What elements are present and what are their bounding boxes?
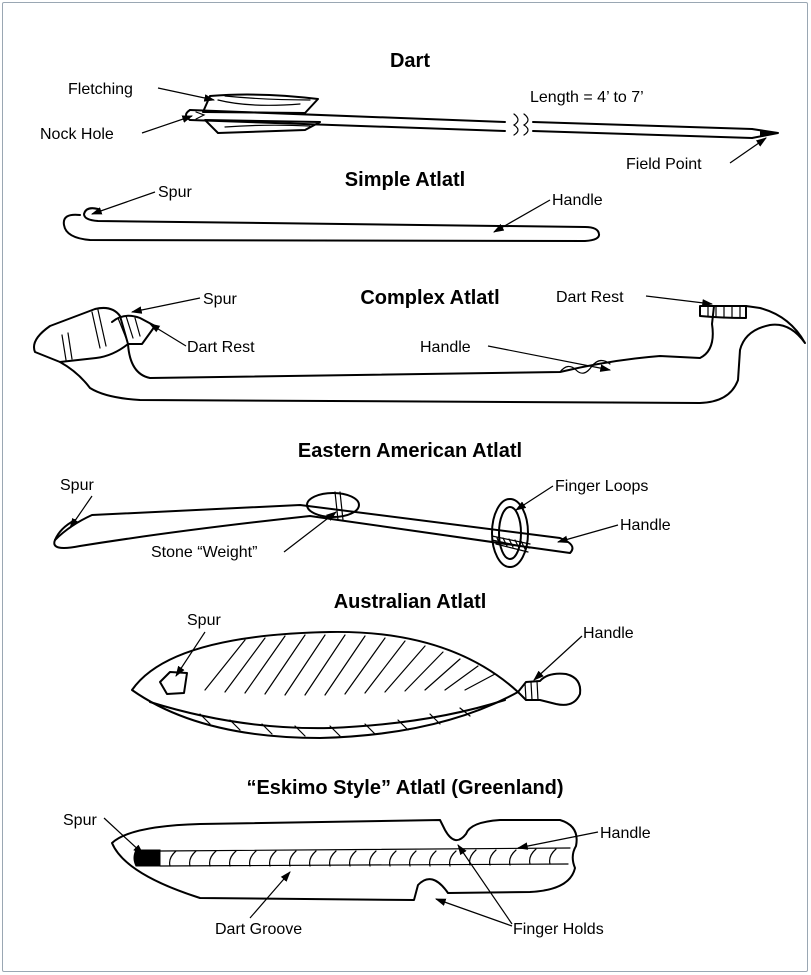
eastern-atlatl-section: Eastern American Atlatl Spur Finger Loop… (54, 440, 671, 567)
complex-dart-rest-left-leader (150, 324, 186, 346)
dart-section: Dart Fletching Nock Hole Length (40, 50, 778, 173)
complex-spur-label: Spur (203, 291, 237, 308)
complex-handle-leader (488, 346, 610, 370)
australian-atlatl-drawing (132, 632, 580, 738)
complex-handle-label: Handle (420, 339, 471, 356)
eskimo-atlatl-title: “Eskimo Style” Atlatl (Greenland) (246, 777, 563, 799)
simple-atlatl-section: Simple Atlatl Spur Handle (64, 169, 603, 241)
finger-loops-label: Finger Loops (555, 478, 648, 495)
simple-handle-label: Handle (552, 192, 603, 209)
finger-loops-leader (516, 486, 553, 510)
eskimo-handle-label: Handle (600, 825, 651, 842)
finger-holds-leader-upper (458, 845, 512, 924)
eastern-spur-label: Spur (60, 477, 94, 494)
simple-atlatl-drawing (64, 208, 599, 241)
simple-spur-label: Spur (158, 184, 192, 201)
length-label: Length = 4’ to 7’ (530, 89, 644, 106)
dart-drawing (186, 95, 778, 138)
fletching-leader (158, 88, 214, 100)
complex-spur-leader (132, 298, 200, 312)
complex-atlatl-section: Complex Atlatl Spur Dart Rest Dart Rest … (34, 287, 805, 403)
simple-atlatl-title: Simple Atlatl (345, 169, 465, 191)
australian-spur-label: Spur (187, 612, 221, 629)
eastern-handle-leader (558, 525, 618, 542)
dart-title: Dart (390, 50, 430, 72)
finger-holds-leader-lower (436, 899, 512, 926)
field-point-label: Field Point (626, 156, 702, 173)
complex-dart-rest-right-leader (646, 296, 712, 304)
nock-hole-label: Nock Hole (40, 126, 114, 143)
eskimo-atlatl-drawing (112, 820, 577, 900)
nock-hole-leader (142, 116, 192, 133)
simple-spur-leader (92, 192, 155, 214)
dart-groove-label: Dart Groove (215, 921, 302, 938)
eskimo-spur-label: Spur (63, 812, 97, 829)
finger-holds-label: Finger Holds (513, 921, 604, 938)
australian-handle-label: Handle (583, 625, 634, 642)
eastern-spur-leader (70, 496, 92, 528)
australian-atlatl-section: Australian Atlatl Spur Handle (132, 591, 634, 738)
eskimo-handle-leader (518, 832, 598, 848)
dart-groove-leader (250, 872, 290, 918)
eskimo-atlatl-section: “Eskimo Style” Atlatl (Greenland) Spur H… (63, 777, 651, 938)
eastern-atlatl-title: Eastern American Atlatl (298, 440, 522, 462)
fletching-label: Fletching (68, 81, 133, 98)
complex-atlatl-title: Complex Atlatl (360, 287, 499, 309)
stone-weight-label: Stone “Weight” (151, 544, 257, 561)
eastern-handle-label: Handle (620, 517, 671, 534)
field-point-leader (730, 138, 766, 163)
eskimo-spur-leader (104, 818, 143, 854)
complex-dart-rest-right-label: Dart Rest (556, 289, 624, 306)
australian-atlatl-title: Australian Atlatl (334, 591, 487, 613)
complex-dart-rest-left-label: Dart Rest (187, 339, 255, 356)
